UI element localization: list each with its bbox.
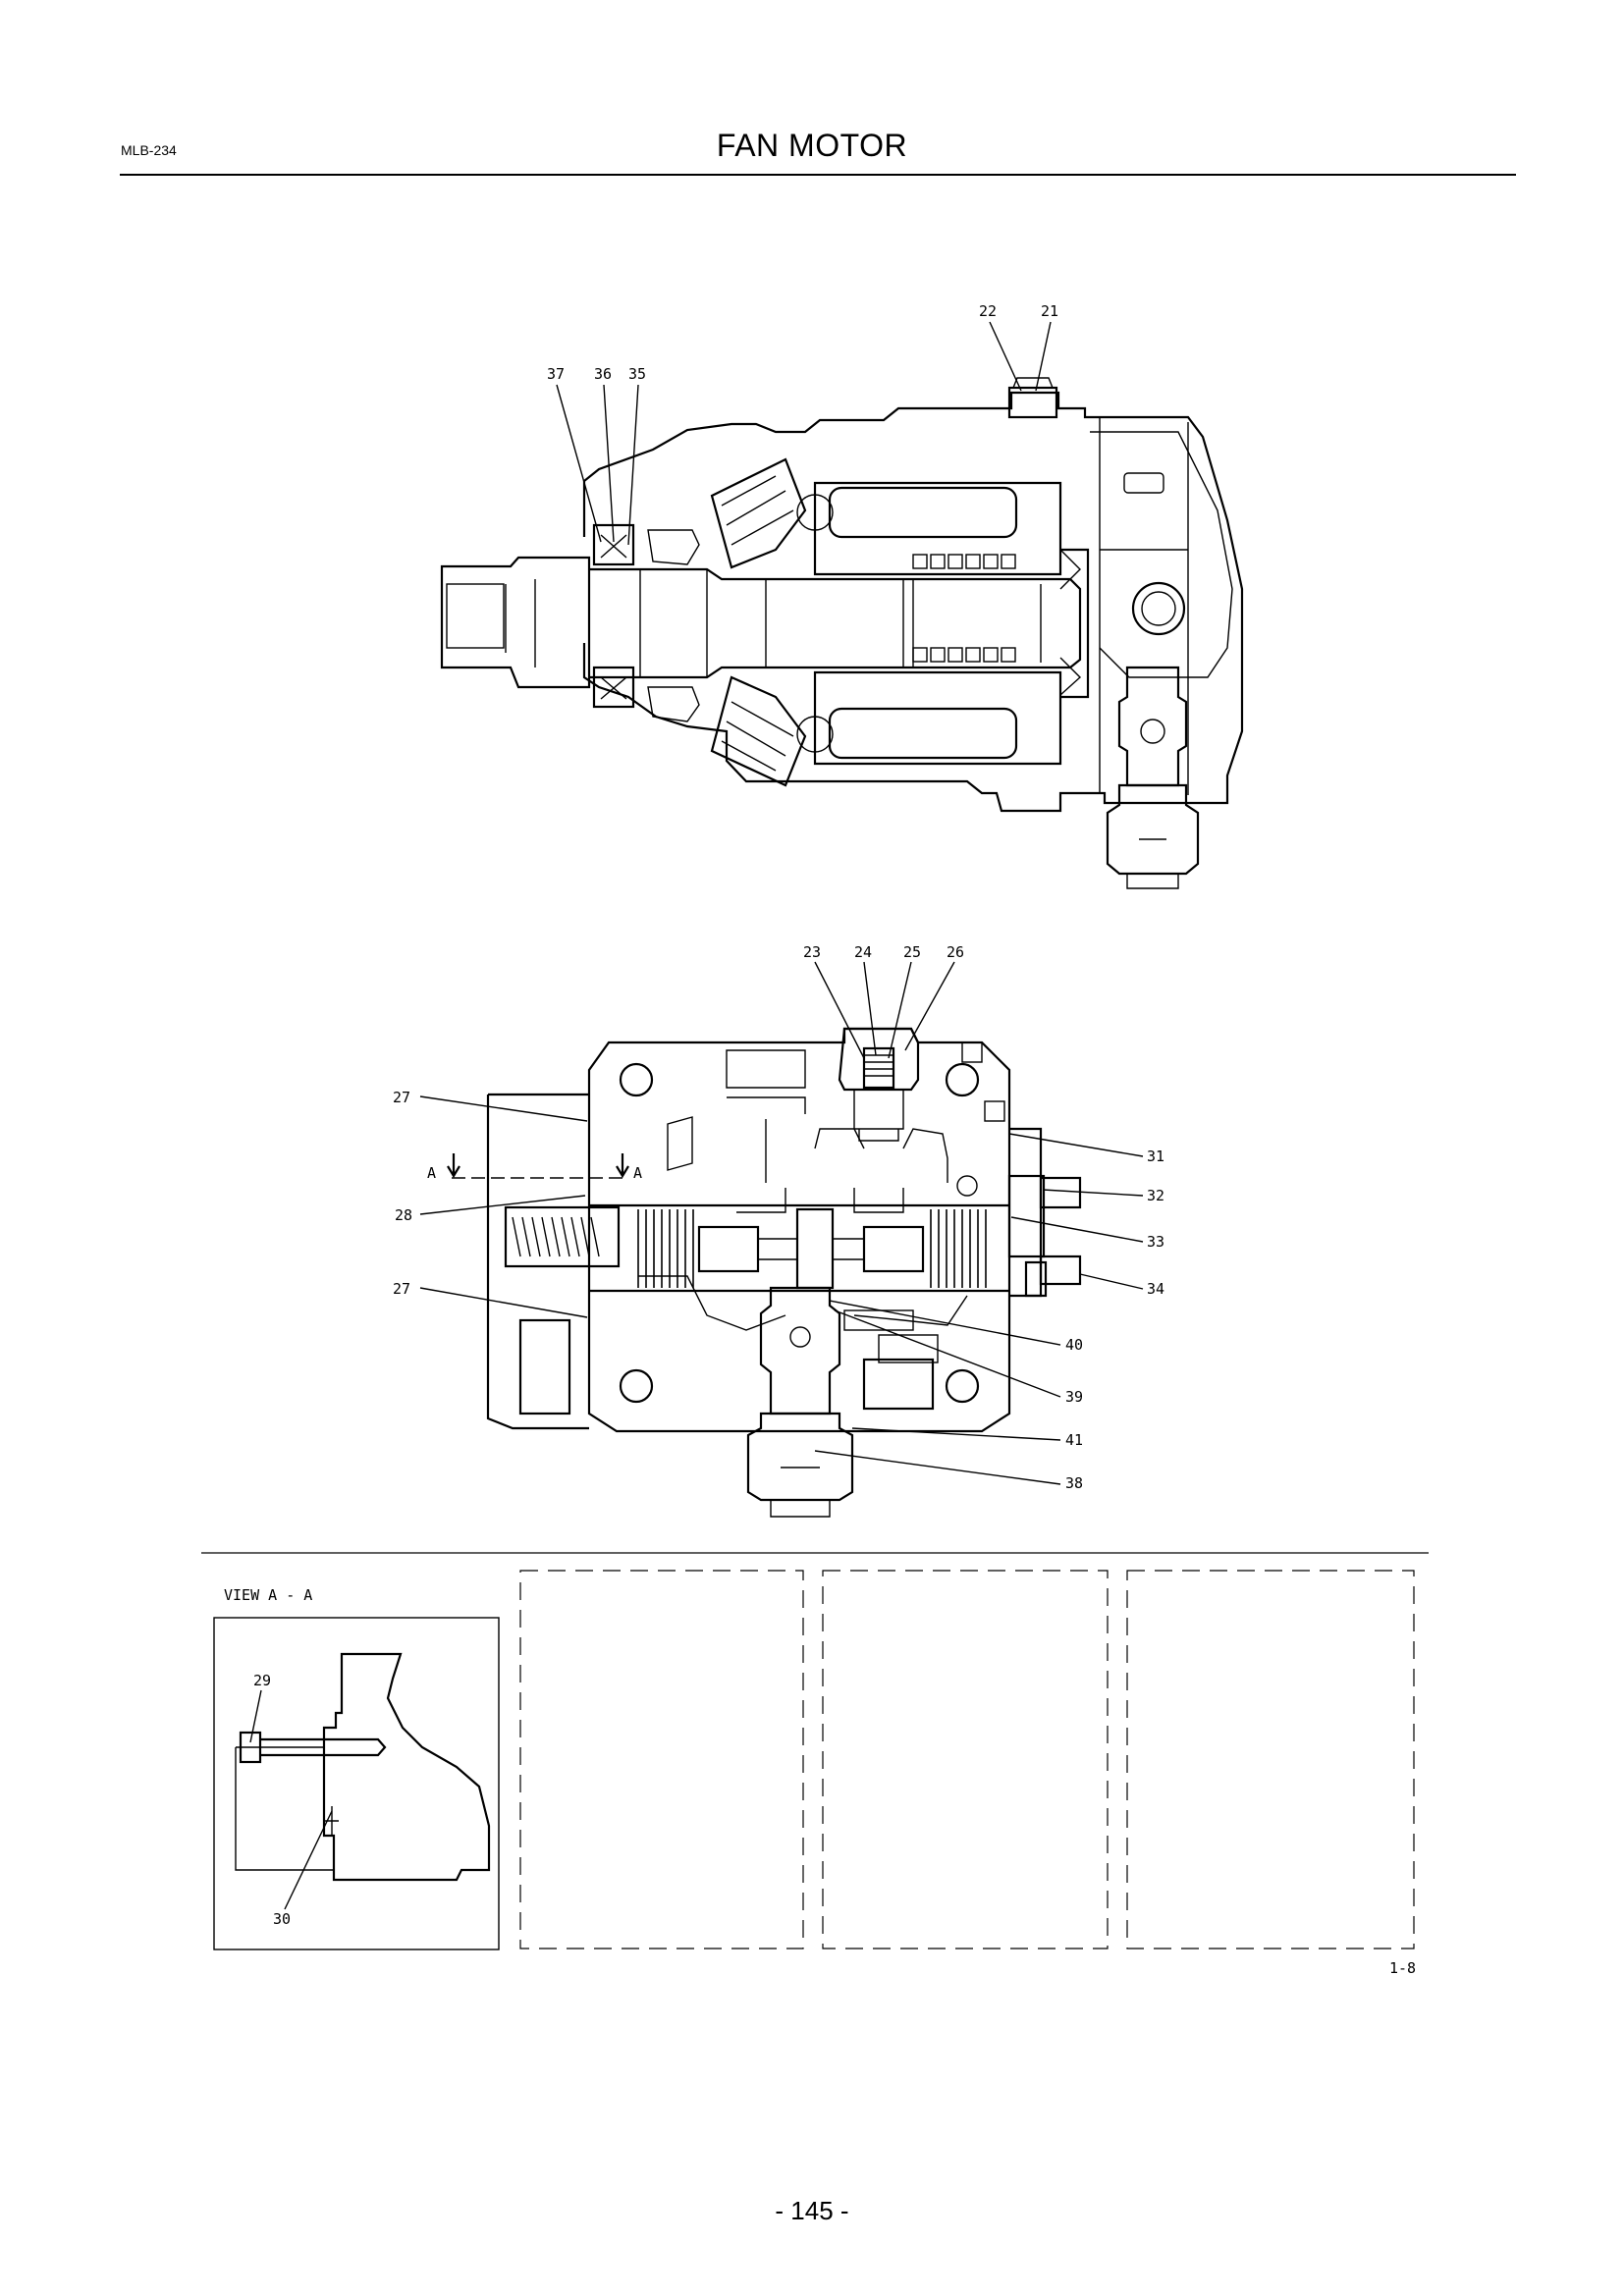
callout-24: 24 — [854, 943, 872, 961]
callouts-view: VIEW A - A 29 30 — [224, 1586, 333, 1928]
view-a-a — [213, 1617, 500, 1950]
callout-21: 21 — [1041, 302, 1058, 320]
callout-40: 40 — [1065, 1336, 1083, 1354]
section-marker-right: A — [633, 1164, 642, 1182]
callouts-top: 37 36 35 22 21 — [547, 302, 1058, 546]
page-title: FAN MOTOR — [716, 128, 908, 163]
callout-28: 28 — [395, 1206, 412, 1224]
callout-33: 33 — [1147, 1233, 1164, 1251]
view-title: VIEW A - A — [224, 1586, 312, 1604]
callout-22: 22 — [979, 302, 997, 320]
callout-29: 29 — [253, 1672, 271, 1689]
callouts-middle: 23 24 25 26 27 28 27 31 32 33 34 40 39 4… — [393, 943, 1164, 1492]
empty-frames — [519, 1570, 1415, 1949]
empty-frame-3 — [1126, 1570, 1415, 1949]
callout-37: 37 — [547, 365, 565, 383]
callout-38: 38 — [1065, 1474, 1083, 1492]
section-marker-left: A — [427, 1164, 436, 1182]
callout-23: 23 — [803, 943, 821, 961]
callout-27-upper: 27 — [393, 1089, 410, 1106]
callout-26: 26 — [947, 943, 964, 961]
figure-code: 1-8 — [1389, 1959, 1416, 1977]
callout-41: 41 — [1065, 1431, 1083, 1449]
callout-30: 30 — [273, 1910, 291, 1928]
header-divider — [120, 174, 1516, 176]
callout-34: 34 — [1147, 1280, 1164, 1298]
control-valve-section — [447, 1027, 1082, 1518]
empty-frame-2 — [822, 1570, 1109, 1949]
page-number: - 145 - — [775, 2196, 849, 2225]
motor-cross-section — [440, 377, 1244, 889]
callout-36: 36 — [594, 365, 612, 383]
callout-35: 35 — [628, 365, 646, 383]
document-code: MLB-234 — [121, 142, 177, 158]
callout-39: 39 — [1065, 1388, 1083, 1406]
callout-27-lower: 27 — [393, 1280, 410, 1298]
callout-32: 32 — [1147, 1187, 1164, 1204]
callout-25: 25 — [903, 943, 921, 961]
callout-31: 31 — [1147, 1148, 1164, 1165]
empty-frame-1 — [519, 1570, 804, 1949]
